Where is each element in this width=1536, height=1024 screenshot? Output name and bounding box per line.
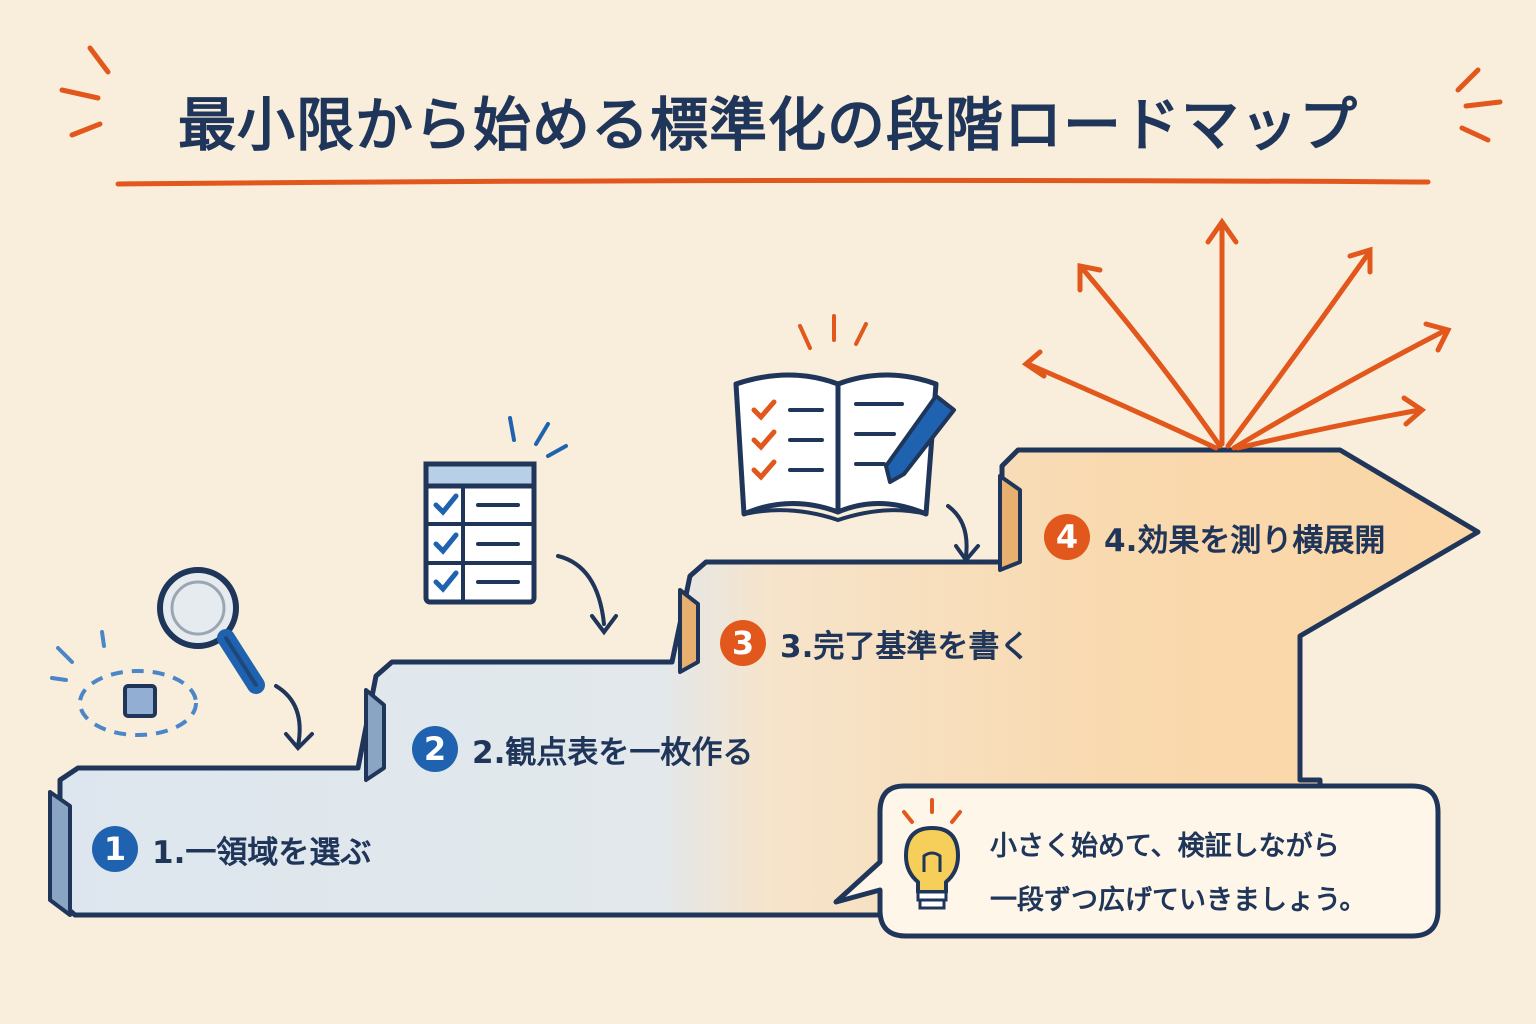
- tip-line-2: 一段ずつ広げていきましょう。: [990, 885, 1367, 916]
- notebook-pen-icon: [733, 314, 980, 564]
- tip-bubble: [833, 783, 1441, 939]
- title-sparks-left: [59, 45, 111, 138]
- tip-text: 小さく始めて、検証しながら 一段ずつ広げていきましょう。: [990, 820, 1410, 928]
- magnifier-icon: [50, 567, 314, 751]
- step-4: 4 4.効果を測り横展開: [1044, 514, 1385, 560]
- page-title: 最小限から始める標準化の段階ロードマップ: [177, 91, 1358, 159]
- lightbulb-icon: [902, 798, 962, 910]
- step-4-label: 4.効果を測り横展開: [1104, 522, 1386, 559]
- step-3-badge: 3: [720, 620, 766, 666]
- step-3: 3 3.完了基準を書く: [720, 620, 1030, 666]
- title-underline: [115, 177, 1431, 187]
- step-1-badge: 1: [92, 826, 138, 872]
- step-2-badge: 2: [412, 726, 458, 772]
- step-3-label: 3.完了基準を書く: [780, 628, 1031, 665]
- title-sparks-right: [1455, 67, 1503, 143]
- step-1: 1 1.一領域を選ぶ: [92, 826, 371, 872]
- step-1-label: 1.一領域を選ぶ: [152, 834, 372, 871]
- tip-line-1: 小さく始めて、検証しながら: [990, 831, 1340, 862]
- step-2-label: 2.観点表を一枚作る: [472, 734, 754, 771]
- expansion-arrows-icon: [1021, 217, 1452, 451]
- checklist-table-icon: [423, 416, 618, 636]
- step-2: 2 2.観点表を一枚作る: [412, 726, 753, 772]
- step-4-badge: 4: [1044, 514, 1090, 560]
